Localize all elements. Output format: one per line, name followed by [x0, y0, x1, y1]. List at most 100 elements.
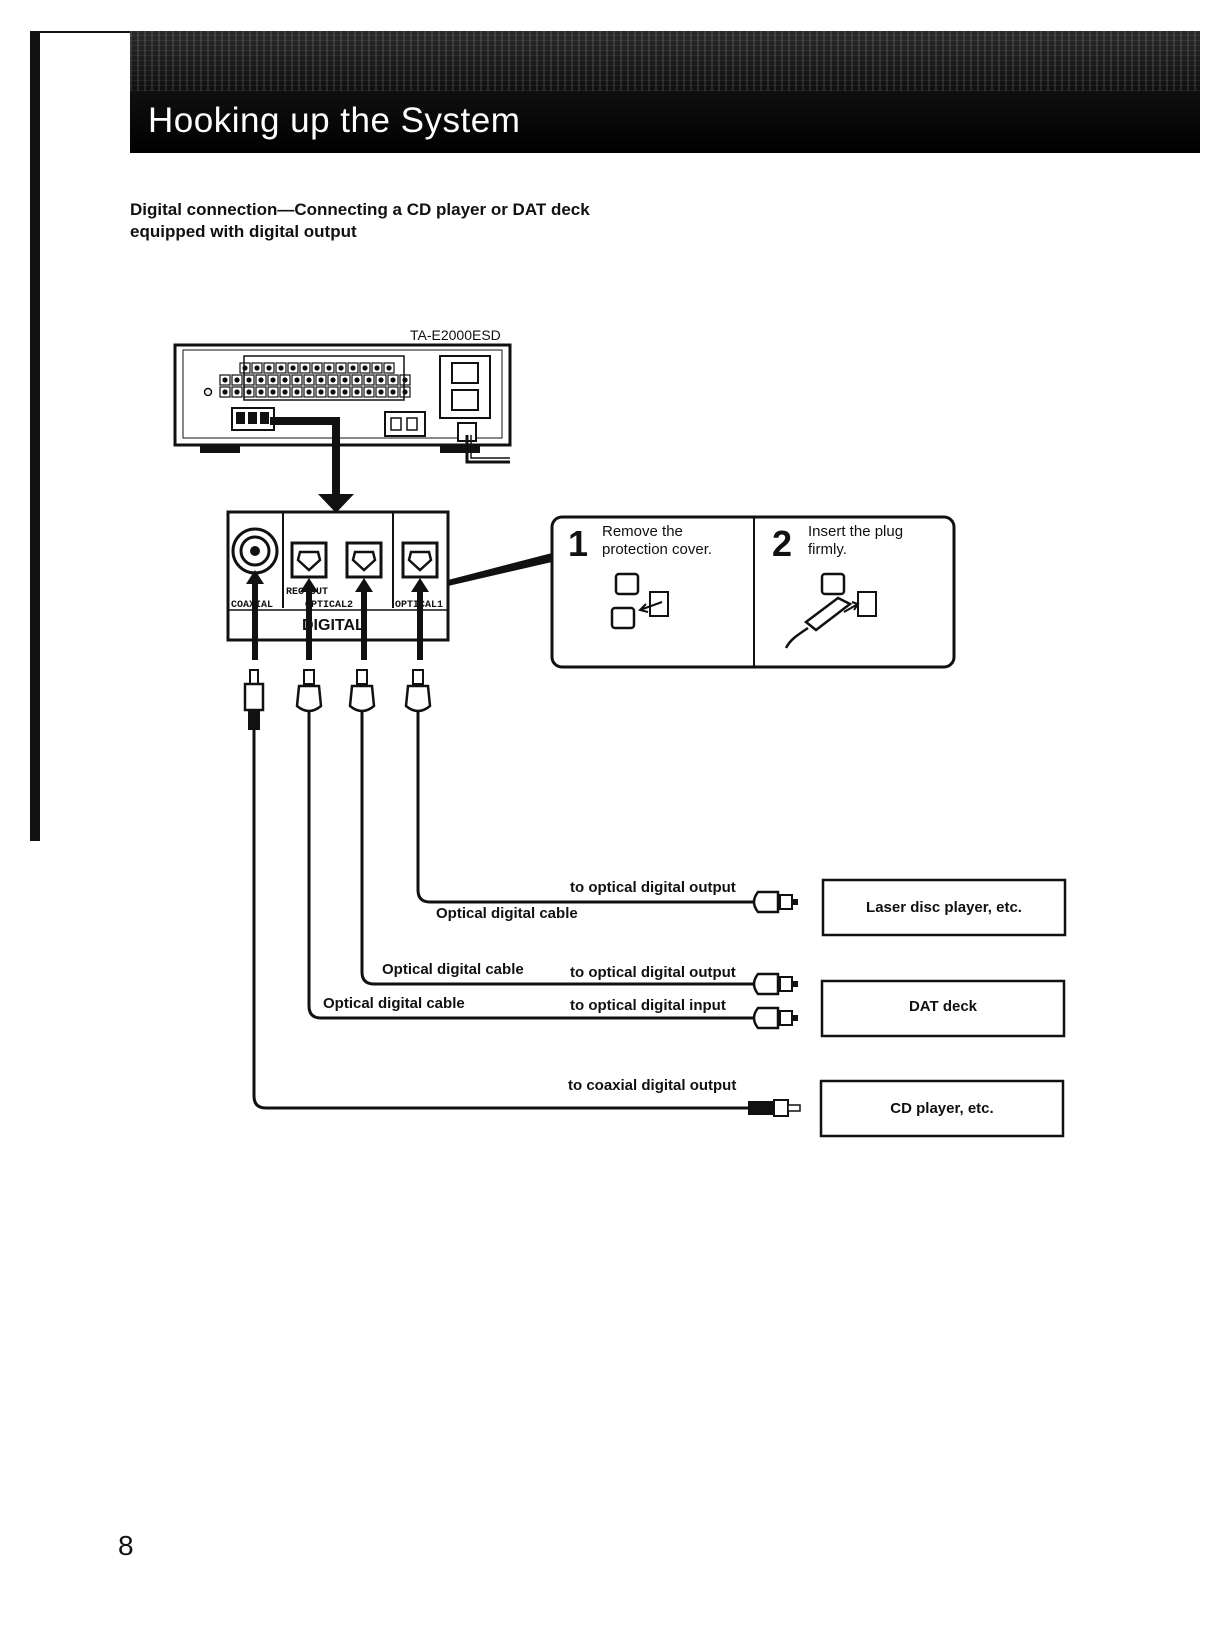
- device-cd-box: CD player, etc.: [819, 1079, 1065, 1138]
- plug-cable-icon: [784, 626, 809, 649]
- optical-end-plug-ferrule: [792, 981, 798, 987]
- optical-jack-shutter: [351, 550, 377, 572]
- device-laser-label: Laser disc player, etc.: [866, 899, 1022, 916]
- rca-jack: [390, 389, 396, 395]
- amplifier-foot-right: [440, 445, 480, 453]
- ground-screw: [203, 387, 213, 397]
- step-1-illustration: [610, 572, 669, 630]
- steps-box: 1 Remove the protection cover. 2 Insert …: [550, 515, 956, 669]
- optical-jack-shutter: [407, 550, 433, 572]
- speaker-terminal-block: [384, 411, 426, 437]
- coaxial-end-plug-body: [773, 1099, 789, 1117]
- left-margin-rule: [30, 31, 40, 841]
- rca-jack: [234, 389, 240, 395]
- zoom-arrow-shaft: [270, 417, 340, 500]
- optical-end-plug-tip: [779, 1010, 793, 1026]
- insert-arrow-icon: [843, 601, 860, 613]
- device-dat-label: DAT deck: [909, 998, 978, 1015]
- rca-jack: [282, 389, 288, 395]
- digital-jack-c: [260, 412, 269, 424]
- coaxial-plug-body: [243, 682, 265, 712]
- rca-jack: [254, 365, 260, 371]
- insert-arrow-shaft: [252, 580, 258, 660]
- subheading-line-1: Digital connection—Connecting a CD playe…: [130, 200, 590, 219]
- optical-plug-tip: [303, 669, 315, 685]
- rca-jack: [366, 377, 372, 383]
- step-2-number: 2: [772, 523, 792, 564]
- rca-jack: [326, 365, 332, 371]
- insert-arrow-head: [300, 578, 318, 592]
- rca-jack: [246, 377, 252, 383]
- insert-arrow-shaft: [361, 588, 367, 660]
- step-1-line-1: Remove the: [602, 523, 683, 540]
- step-2-line-2: firmly.: [808, 541, 847, 558]
- rca-jack: [338, 365, 344, 371]
- optical-jack-shutter: [296, 550, 322, 572]
- label-optical2: OPTICAL2: [305, 600, 353, 611]
- rca-jack: [294, 389, 300, 395]
- optical-end-plug-tip: [779, 976, 793, 992]
- header-texture: [130, 31, 1200, 91]
- cable-plugs: [243, 669, 432, 730]
- section-title: Hooking up the System: [148, 101, 521, 140]
- rca-jack: [390, 377, 396, 383]
- rca-jack: [386, 365, 392, 371]
- rca-jack: [378, 389, 384, 395]
- optical-plug-body: [404, 684, 432, 713]
- cable-end-plugs: [748, 890, 801, 1117]
- rca-jack: [402, 377, 408, 383]
- rca-jack: [270, 377, 276, 383]
- cable-routes: [252, 712, 758, 1110]
- rca-jack: [258, 377, 264, 383]
- rca-jack: [354, 389, 360, 395]
- rca-jack: [318, 389, 324, 395]
- rca-jack: [302, 365, 308, 371]
- coaxial-end-plug-tip: [787, 1104, 801, 1112]
- rca-jack: [222, 389, 228, 395]
- label-dat-cable-in: Optical digital cable: [323, 995, 465, 1012]
- optical-plug-icon: [803, 596, 853, 632]
- rca-jack: [246, 389, 252, 395]
- speaker-terminal-a: [390, 417, 402, 431]
- device-laser-box: Laser disc player, etc.: [821, 878, 1067, 937]
- model-label: TA-E2000ESD: [410, 327, 501, 343]
- section-header: Hooking up the System: [130, 31, 1200, 153]
- insert-arrow-head: [246, 570, 264, 584]
- optical-end-plug-ferrule: [792, 1015, 798, 1021]
- rca-jack: [402, 389, 408, 395]
- cable-dat-input: [307, 712, 758, 1020]
- rca-jack: [270, 389, 276, 395]
- rca-jack: [330, 377, 336, 383]
- power-cord: [465, 435, 510, 464]
- socket-icon: [857, 591, 877, 617]
- rca-jack: [222, 377, 228, 383]
- insert-arrow-shaft: [306, 588, 312, 660]
- step-2-line-1: Insert the plug: [808, 523, 903, 540]
- rca-jack: [318, 377, 324, 383]
- rca-jack-group-frame: [243, 355, 405, 401]
- rca-jack: [330, 389, 336, 395]
- optical-end-plug-tip: [779, 894, 793, 910]
- step-1-line-2: protection cover.: [602, 541, 712, 558]
- amplifier-foot-left: [200, 445, 240, 453]
- power-cord-outline: [470, 435, 510, 459]
- cable-coaxial: [252, 730, 748, 1110]
- subheading: Digital connection—Connecting a CD playe…: [130, 199, 690, 243]
- callout-leader: [448, 553, 552, 586]
- digital-jack-b: [248, 412, 257, 424]
- step-2-illustration: [784, 572, 877, 649]
- label-dat-cable-out: Optical digital cable: [382, 961, 524, 978]
- coaxial-plug-tip: [249, 669, 259, 685]
- digital-jack-panel: REC OUT COAXIAL OPTICAL2 OPTICAL1 DIGITA…: [226, 510, 450, 660]
- optical-end-plug-body: [752, 972, 780, 996]
- rca-jack: [290, 365, 296, 371]
- rca-jack: [282, 377, 288, 383]
- digital-jack-a: [236, 412, 245, 424]
- label-digital: DIGITAL: [302, 617, 365, 634]
- coaxial-jack-pin: [250, 546, 260, 556]
- rca-jack: [314, 365, 320, 371]
- pull-arrow-icon: [638, 601, 663, 613]
- insert-arrow-head: [411, 578, 429, 592]
- optical-plug-tip: [412, 669, 424, 685]
